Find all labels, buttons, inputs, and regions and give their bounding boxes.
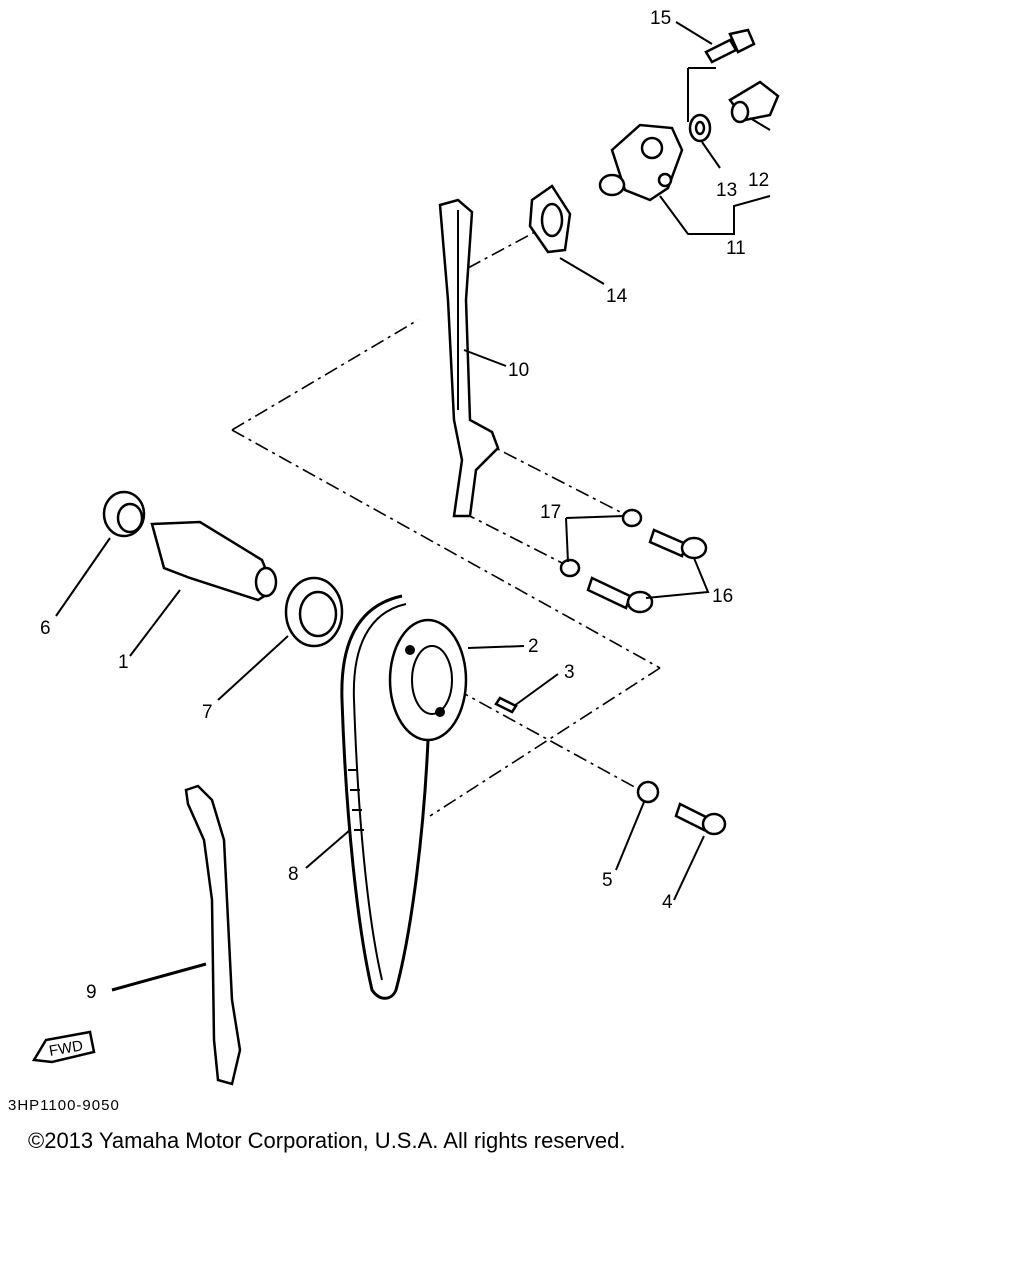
callout-7: 7	[202, 702, 213, 723]
callout-16: 16	[712, 586, 733, 607]
bolt-15	[704, 28, 756, 64]
fwd-label: FWD	[48, 1037, 85, 1060]
dowel-pin	[494, 696, 518, 714]
fwd-arrow: FWD	[31, 1030, 96, 1064]
callout-17: 17	[540, 502, 561, 523]
bolt-4	[674, 802, 727, 836]
callout-9: 9	[86, 982, 97, 1003]
callout-6: 6	[40, 618, 51, 639]
bearing-6	[102, 490, 146, 538]
camshaft	[150, 520, 278, 602]
tensioner-bolt	[728, 80, 780, 124]
cam-sprocket	[388, 618, 468, 742]
gasket	[528, 184, 572, 254]
leader-lines	[55, 21, 771, 992]
timing-chain	[340, 594, 430, 1000]
callout-14: 14	[606, 286, 628, 307]
callout-1: 1	[118, 652, 129, 673]
callout-11: 11	[726, 238, 746, 259]
callout-4: 4	[662, 892, 673, 913]
washers-17	[559, 508, 643, 578]
tensioner-gasket	[688, 113, 712, 143]
callout-3: 3	[564, 662, 575, 683]
callout-2: 2	[528, 636, 539, 657]
drawing-code: 3HP1100-9050	[8, 1097, 120, 1114]
chain-guide-10	[438, 198, 500, 518]
callout-15: 15	[650, 8, 671, 29]
exploded-view-drawing: FWD 15 12 13 11 14 10 17 16 6 1 2 3 7 5 …	[8, 8, 780, 1114]
cam-chain-tensioner	[598, 123, 684, 202]
callout-12: 12	[748, 170, 769, 191]
callout-8: 8	[288, 864, 299, 885]
washer-5	[636, 780, 660, 804]
callout-10: 10	[508, 360, 529, 381]
bolts-16	[586, 528, 708, 614]
reference-lines	[231, 231, 661, 817]
callout-5: 5	[602, 870, 613, 891]
chain-guide-9	[184, 784, 242, 1086]
bearing-7	[284, 576, 344, 648]
callout-13: 13	[716, 180, 737, 201]
copyright-notice: ©2013 Yamaha Motor Corporation, U.S.A. A…	[28, 1128, 626, 1153]
